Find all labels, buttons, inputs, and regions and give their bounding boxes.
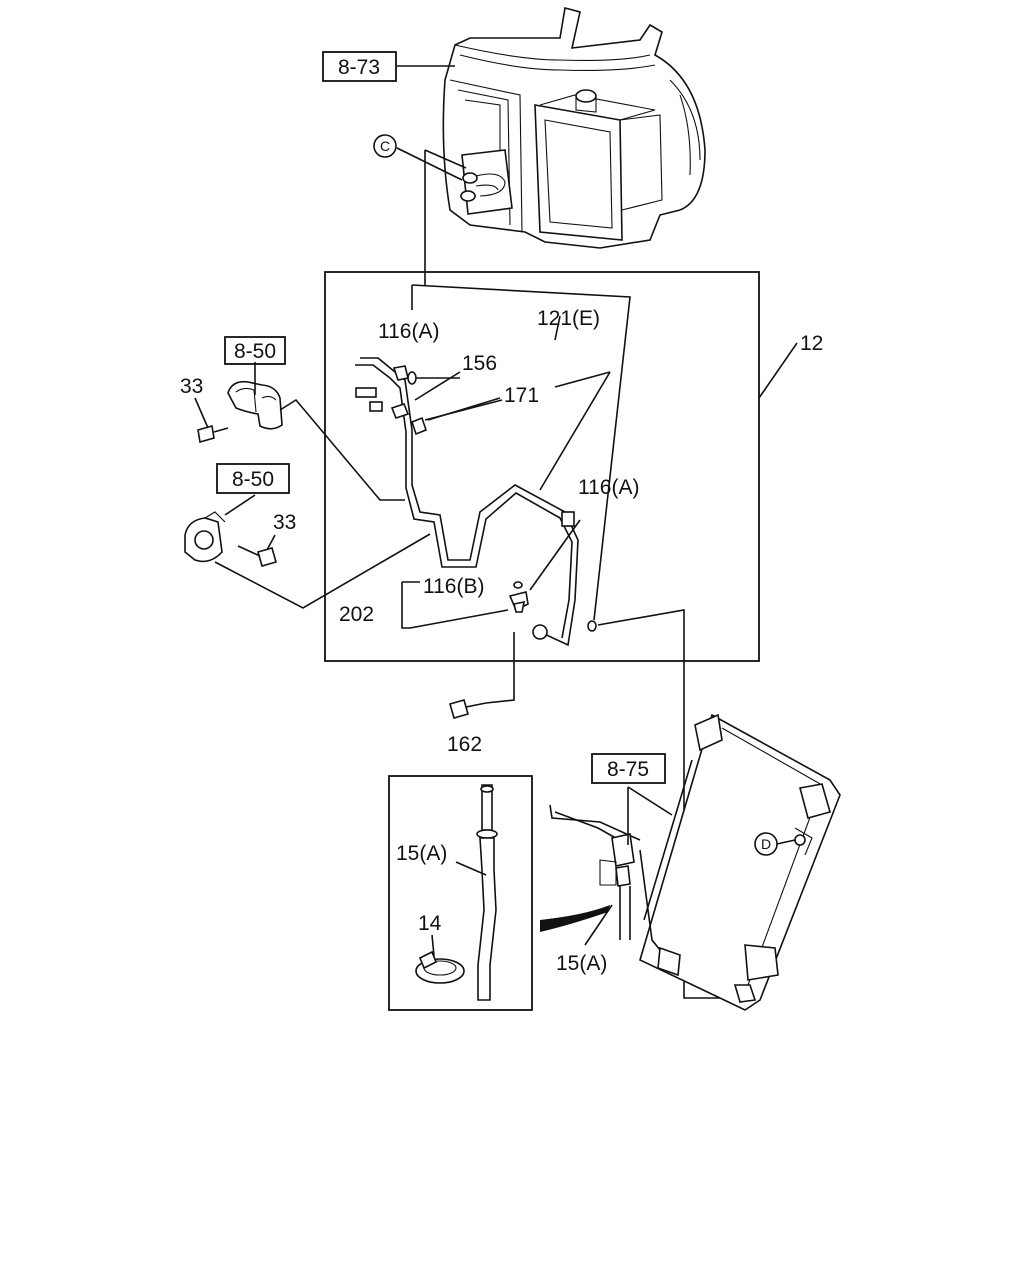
circled-ref-c: C: [373, 134, 397, 158]
fitting-171: [411, 416, 427, 436]
label-12: 12: [800, 332, 823, 355]
condenser-illustration: [639, 713, 841, 1011]
label-156: 156: [462, 352, 497, 375]
label-15a-main: 15(A): [556, 952, 607, 975]
ref-box-8-50-lower[interactable]: 8-50: [216, 463, 290, 494]
label-116a-right: 116(A): [578, 476, 639, 499]
pipe-assembly-box: [324, 271, 760, 662]
label-33-upper: 33: [180, 375, 203, 398]
bolt-162: [449, 699, 487, 719]
evaporator-unit-illustration: [442, 7, 706, 249]
o-ring-116b: [513, 581, 523, 589]
label-162: 162: [447, 733, 482, 756]
hose-clamp-14: [415, 950, 465, 984]
fitting-202: [508, 591, 529, 613]
svg-text:8-73: 8-73: [338, 56, 380, 79]
leader-pipe-down: [424, 149, 467, 285]
label-171: 171: [504, 384, 539, 407]
detail-arrow: [540, 905, 610, 932]
clamp-lower-illustration: [184, 511, 277, 567]
label-116a-top: 116(A): [378, 320, 439, 343]
o-ring-116a-top: [407, 371, 417, 385]
label-121e: 121(E): [537, 307, 600, 330]
svg-text:8-75: 8-75: [607, 758, 649, 781]
refrigerant-pipe-121e: [355, 357, 579, 647]
circled-ref-d: D: [754, 832, 796, 856]
svg-text:C: C: [380, 138, 390, 154]
o-ring-116a-right: [587, 620, 597, 632]
leader-12: [758, 342, 798, 399]
label-33-lower: 33: [273, 511, 296, 534]
clamp-upper-illustration: [197, 380, 283, 444]
label-116b: 116(B): [423, 575, 484, 598]
dryer-pipe-15a-inset: [476, 784, 498, 1001]
svg-text:D: D: [761, 836, 771, 852]
ref-box-8-50-upper[interactable]: 8-50: [224, 336, 286, 365]
detail-inset-box: [388, 775, 533, 1011]
label-202: 202: [339, 603, 374, 626]
fitting-156: [390, 403, 410, 419]
label-15a-inset: 15(A): [396, 842, 447, 865]
ref-box-8-73[interactable]: 8-73: [322, 51, 397, 82]
leader-c: [396, 147, 463, 181]
svg-text:8-50: 8-50: [232, 468, 274, 491]
ref-box-8-75[interactable]: 8-75: [591, 753, 666, 784]
svg-text:8-50: 8-50: [234, 340, 276, 363]
label-14: 14: [418, 912, 442, 935]
